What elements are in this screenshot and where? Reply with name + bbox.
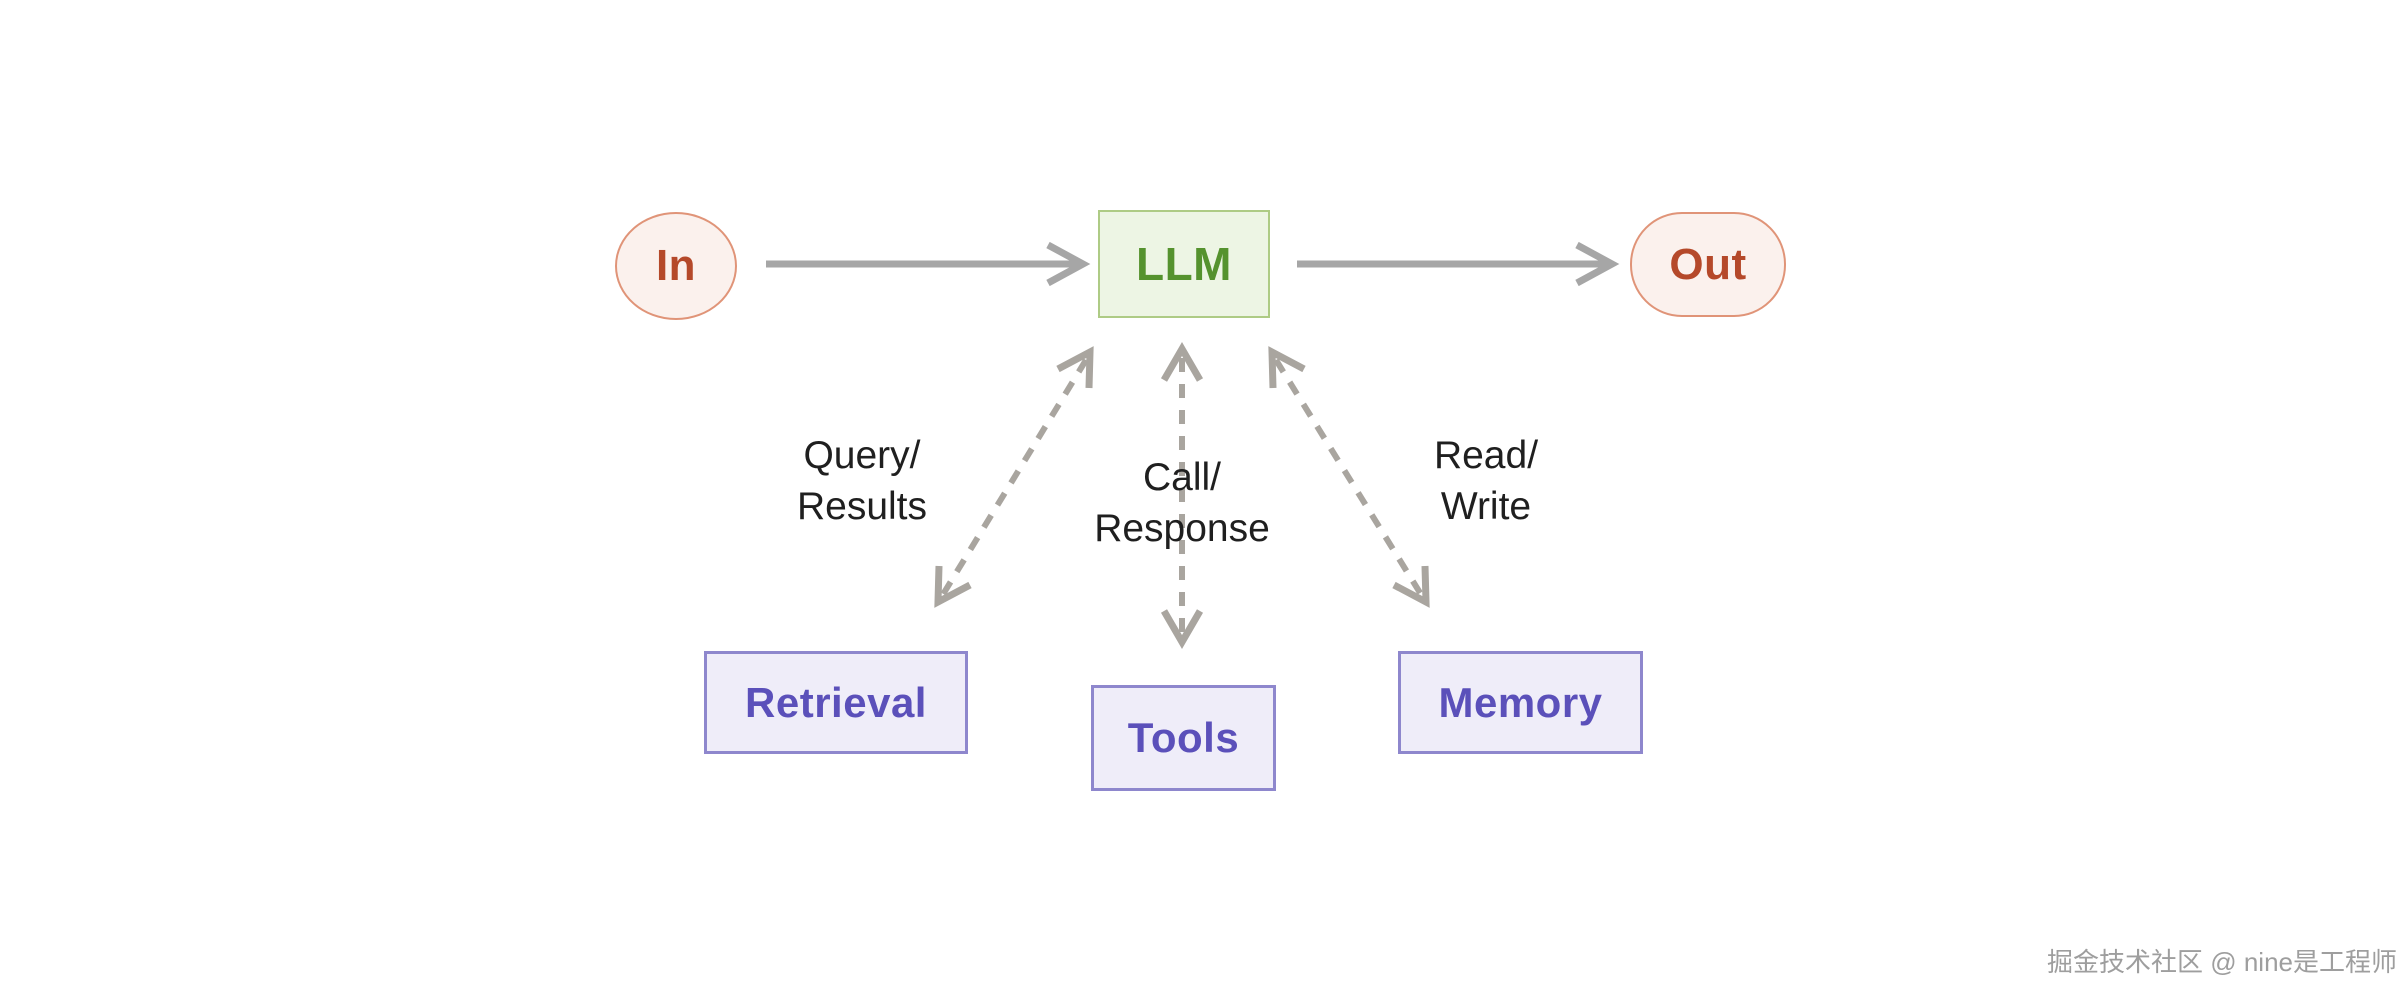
arrow-in-to-llm-head-icon	[1046, 241, 1091, 287]
node-tools-label: Tools	[1127, 714, 1240, 761]
node-out-label: Out	[1669, 239, 1747, 289]
arrow-llm-retrieval-top-head-icon	[1056, 346, 1094, 389]
arrow-llm-retrieval-line	[939, 358, 1089, 598]
edge-label-call-line1: Call/	[1142, 456, 1222, 499]
edge-label-read-line1: Read/	[1433, 434, 1539, 477]
arrow-llm-tools-top-head-icon	[1160, 342, 1204, 382]
arrow-llm-tools-bottom-head-icon	[1160, 609, 1204, 649]
node-retrieval: Retrieval	[704, 651, 968, 754]
edge-label-call-response: Call/ Response	[1032, 452, 1332, 554]
arrow-llm-retrieval-bottom-head-icon	[934, 565, 972, 608]
node-in-label: In	[655, 241, 697, 290]
arrow-llm-memory-bottom-head-icon	[1392, 565, 1430, 608]
edge-label-call-line2: Response	[1094, 507, 1270, 550]
node-llm: LLM	[1098, 210, 1270, 318]
watermark: 掘金技术社区 @ nine是工程师	[2047, 947, 2397, 977]
node-retrieval-label: Retrieval	[745, 678, 927, 726]
node-memory: Memory	[1398, 651, 1643, 754]
node-memory-label: Memory	[1438, 678, 1603, 726]
edge-label-query-results: Query/ Results	[712, 430, 1012, 532]
node-in: In	[615, 212, 737, 320]
edge-label-read-write: Read/ Write	[1336, 430, 1636, 532]
node-out: Out	[1630, 212, 1786, 317]
node-llm-label: LLM	[1135, 238, 1232, 290]
node-tools: Tools	[1091, 685, 1276, 791]
arrow-llm-memory-line	[1273, 358, 1425, 598]
arrow-llm-memory-top-head-icon	[1268, 346, 1306, 389]
edge-label-query-line2: Results	[796, 485, 928, 528]
edge-label-read-line2: Write	[1440, 485, 1532, 528]
arrow-llm-to-out-head-icon	[1575, 241, 1620, 287]
edge-label-query-line1: Query/	[803, 434, 921, 477]
